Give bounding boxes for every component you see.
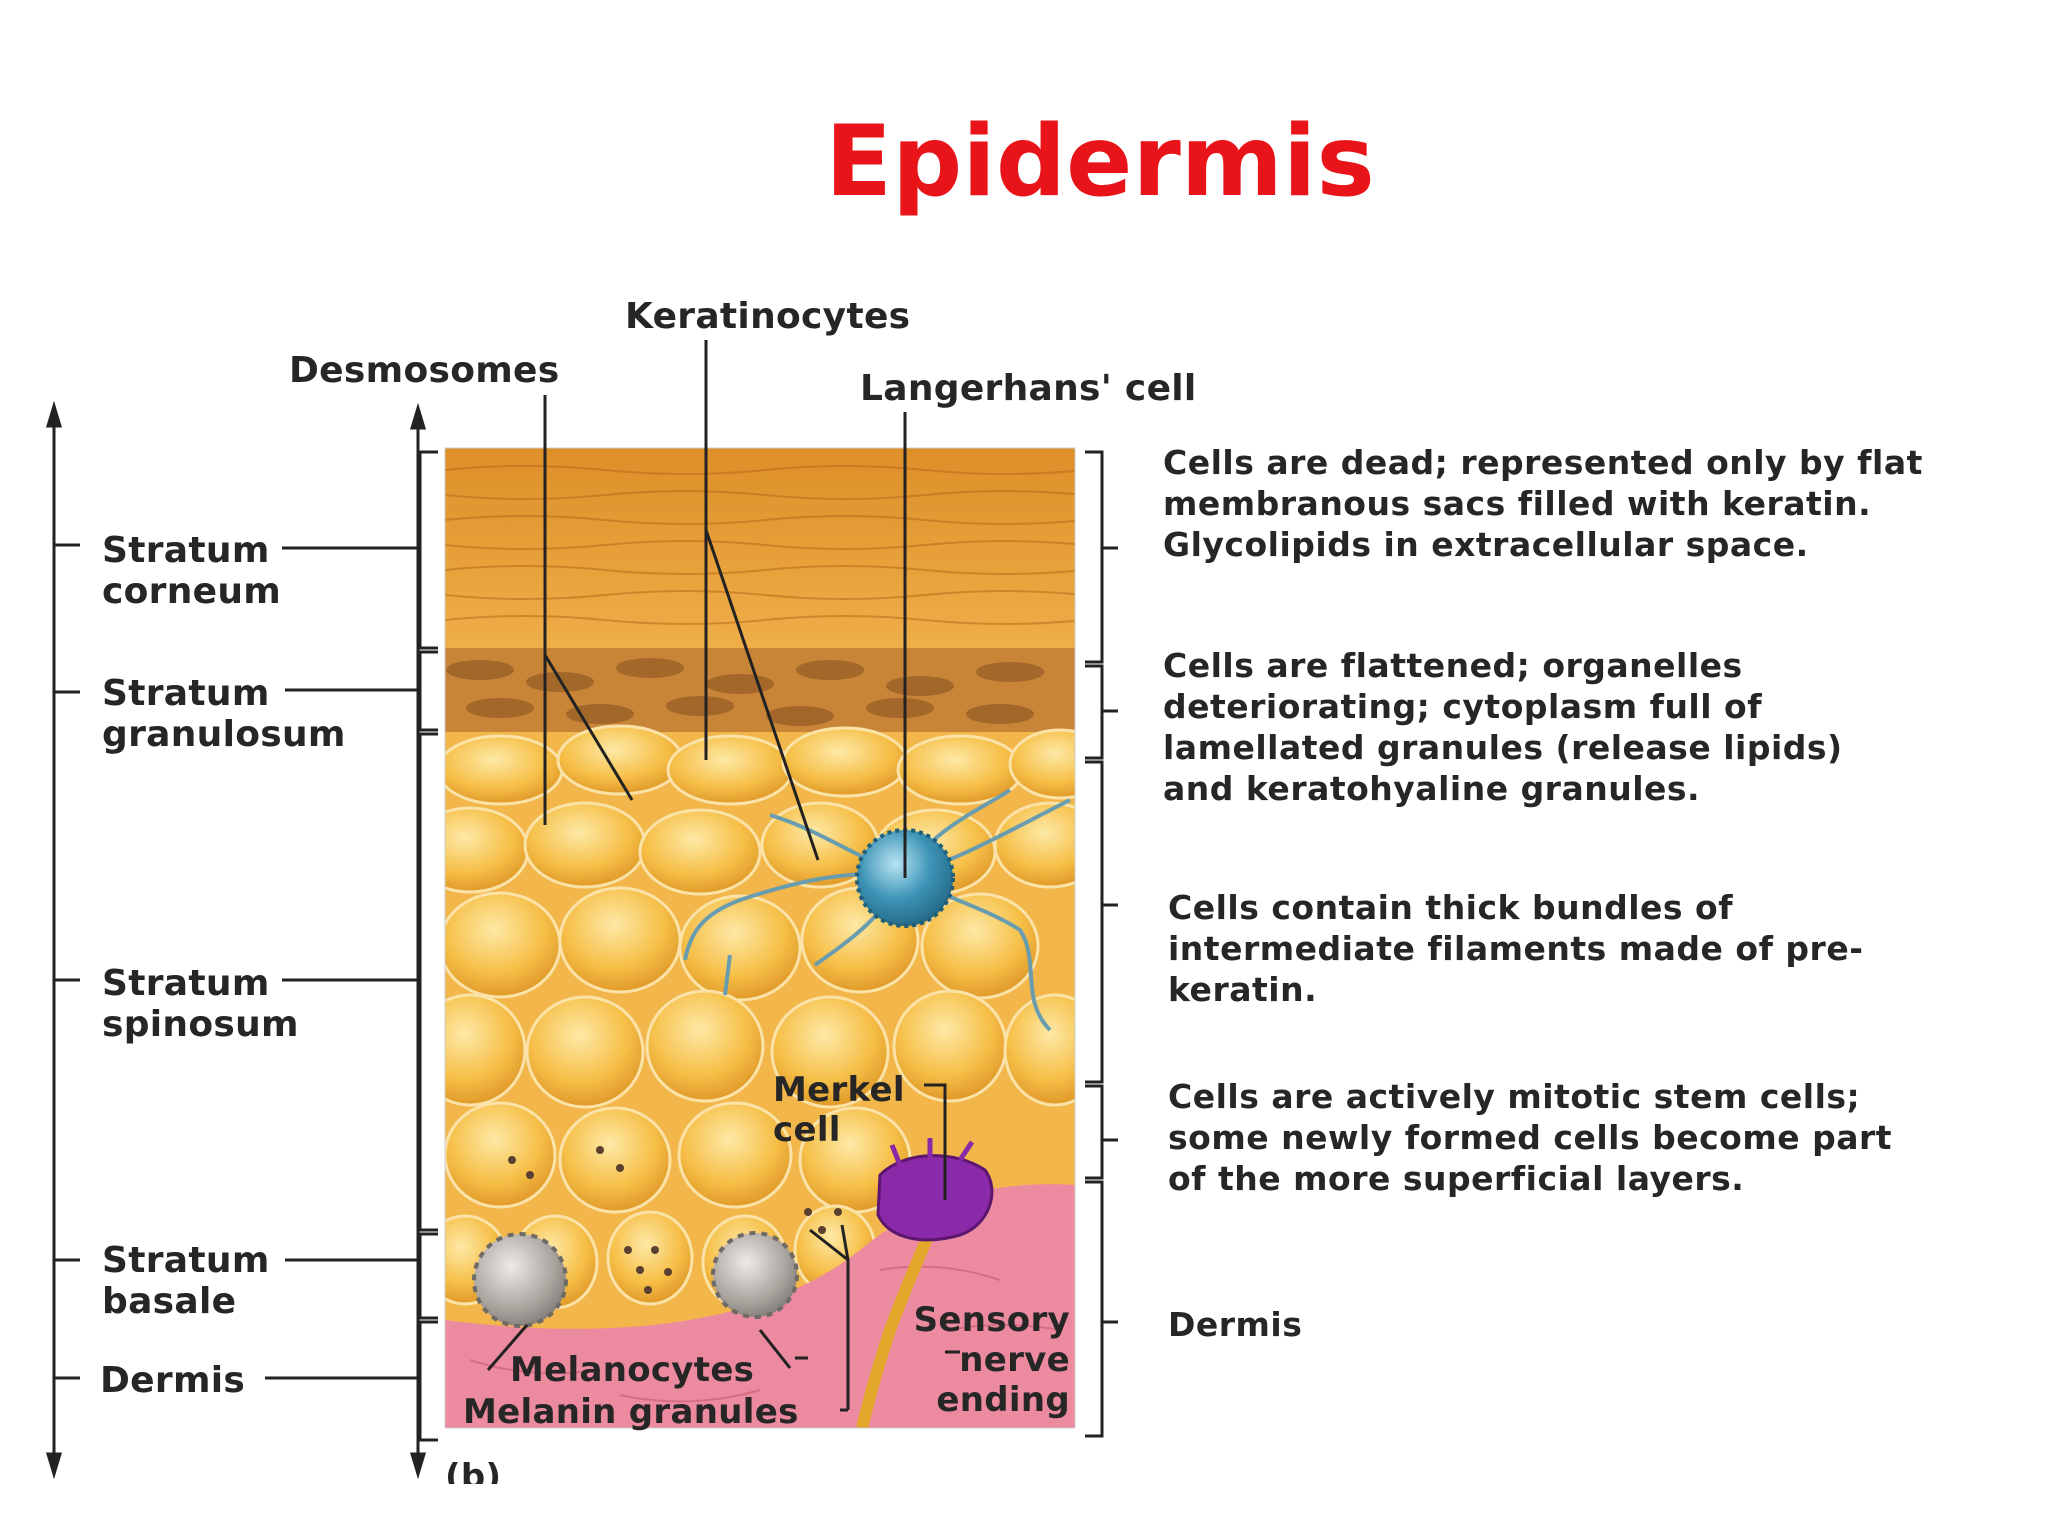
dermis-description: Dermis	[1168, 1305, 1303, 1344]
keratinocytes-label: Keratinocytes	[625, 296, 911, 337]
langerhans-cell-label: Langerhans' cell	[860, 368, 1197, 409]
tissue-border	[444, 447, 1076, 1429]
page-title: Epidermis	[825, 105, 1375, 219]
panel-letter: (b)	[445, 1462, 502, 1484]
right-layer-brackets	[1085, 450, 1118, 1438]
dermis-layer-label: Dermis	[100, 1360, 246, 1401]
basale-description: Cells are actively mitotic stem cells;so…	[1168, 1077, 1893, 1198]
desmosomes-label: Desmosomes	[289, 350, 560, 391]
left-layer-brackets	[265, 450, 438, 1442]
epidermis-arrow	[409, 402, 427, 1480]
melanocyte-left	[472, 1232, 568, 1328]
inner-leader-lines	[486, 1083, 960, 1412]
melanin-granules-label: Melanin granules	[463, 1392, 799, 1432]
melanocytes-label: Melanocytes	[510, 1350, 755, 1390]
top-leader-lines	[543, 340, 907, 878]
corneum-description: Cells are dead; represented only by flat…	[1163, 443, 1923, 564]
melanocyte-right	[711, 1231, 799, 1319]
merkel-cell	[876, 1154, 994, 1242]
outer-scale-arrow	[45, 400, 80, 1480]
tissue-block	[445, 448, 1075, 1428]
